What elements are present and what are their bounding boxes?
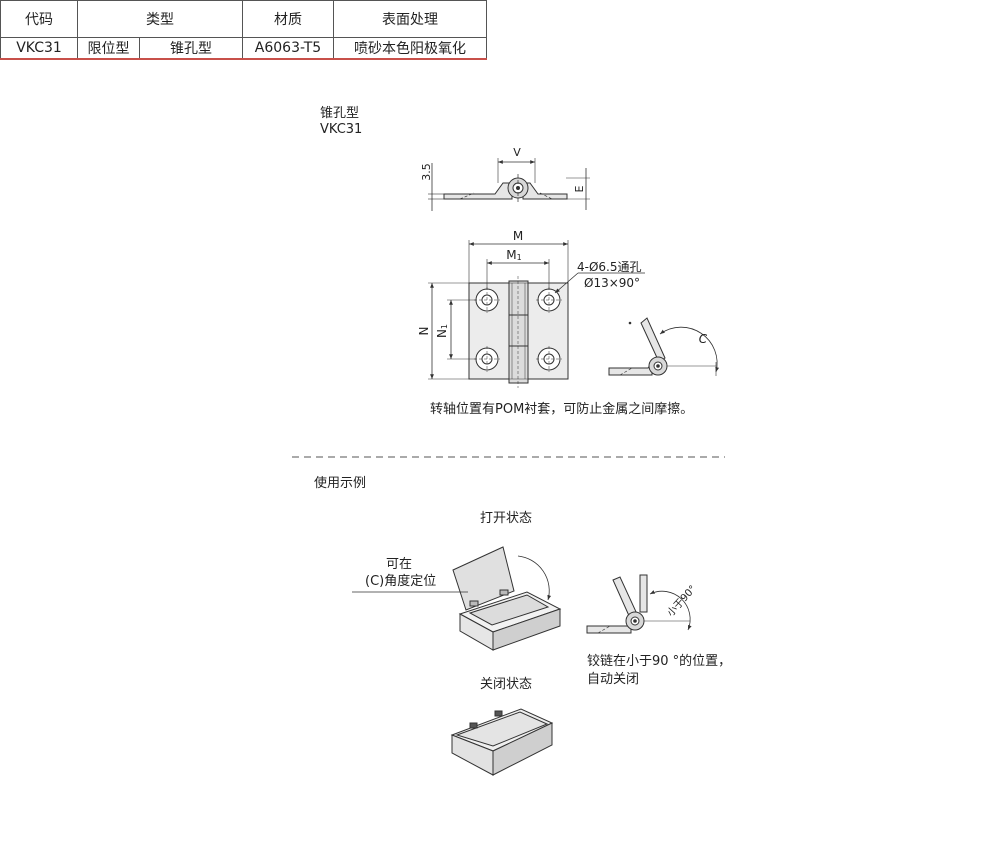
open-state-label: 打开状态 [480,511,533,526]
top-view [428,240,645,388]
closed-state-label: 关闭状态 [480,677,533,692]
spec-header-row: 代码 类型 材质 表面处理 [0,0,487,38]
header-code: 代码 [0,0,78,38]
open-box-illustration [352,546,562,651]
dim-c-label: C [699,332,708,346]
header-type: 类型 [77,0,243,38]
dim-n1-sub: 1 [440,324,449,329]
position-label-line1: 可在 [386,557,413,572]
usage-title: 使用示例 [314,476,367,491]
open-angle-view [608,317,720,376]
cell-surface: 喷砂本色阳极氧化 [333,37,487,60]
dim-m-label: M [513,229,523,243]
position-label-line2: (C)角度定位 [365,574,437,589]
dim-n1-label: N1 [435,324,449,338]
closed-box-illustration [450,708,554,776]
auto-close-line2: 自动关闭 [587,672,640,687]
auto-close-line1: 铰链在小于90 °的位置， [587,654,732,669]
bushing-note: 转轴位置有POM衬套，可防止金属之间摩擦。 [430,402,694,417]
dim-m1-sub: 1 [517,253,522,262]
drawing-model: VKC31 [320,122,363,137]
dim-e-label: E [573,185,586,192]
dim-n1-base: N [435,329,449,338]
dim-v-label: V [513,146,521,159]
spec-data-row: VKC31 限位型 锥孔型 A6063-T5 喷砂本色阳极氧化 [0,37,487,60]
drawing-type-name: 锥孔型 [320,106,360,121]
angle-label: 小于90° [665,583,699,619]
side-view [428,158,590,211]
dim-m1-base: M [506,248,516,262]
dim-m1-label: M1 [506,248,521,262]
auto-close-hinge-view [586,574,692,634]
cell-type-b: 锥孔型 [139,37,243,60]
spec-table: 代码 类型 材质 表面处理 VKC31 限位型 锥孔型 A6063-T5 喷砂本… [0,0,487,60]
dim-n-label: N [417,327,431,336]
cell-type-a: 限位型 [77,37,140,60]
header-surface: 表面处理 [333,0,487,38]
hole-note-2: Ø13×90° [584,276,640,290]
dim-3-5-label: 3.5 [420,163,433,181]
hole-note-1: 4-Ø6.5通孔 [577,260,642,274]
cell-material: A6063-T5 [242,37,334,60]
